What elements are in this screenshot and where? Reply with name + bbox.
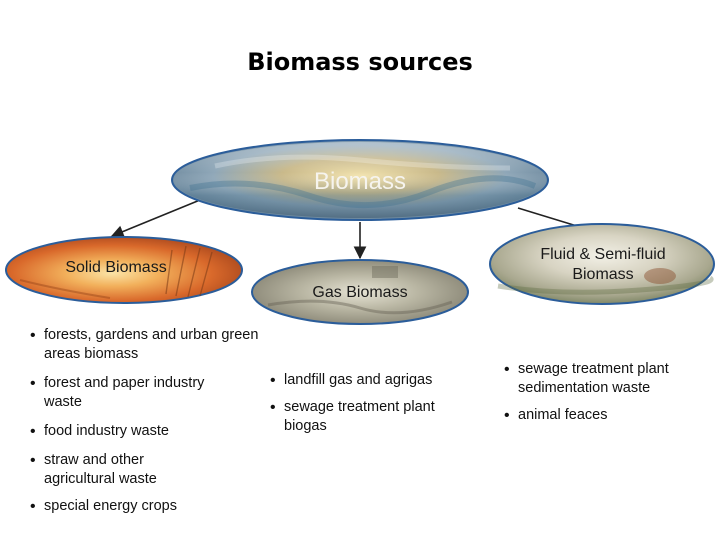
list-item: straw and other agricultural waste <box>30 451 194 489</box>
fluid-node-label: Fluid & Semi-fluid Biomass <box>540 246 666 283</box>
root-node-label: Biomass <box>313 168 407 195</box>
solid-biomass-list: forests, gardens and urban green areas b… <box>30 326 260 523</box>
gas-biomass-list: landfill gas and agrigas sewage treatmen… <box>270 371 470 443</box>
list-item: animal feaces <box>504 406 704 425</box>
list-item: food industry waste <box>30 422 260 441</box>
gas-node-ellipse <box>251 259 469 325</box>
arrow-to-solid <box>110 199 201 238</box>
fluid-node-ellipse <box>489 223 715 305</box>
solid-node-ellipse <box>5 236 243 304</box>
page-title: Biomass sources <box>247 48 473 76</box>
list-item: sewage treatment plant sedimentation was… <box>504 360 698 398</box>
root-node-ellipse <box>171 139 549 221</box>
list-item: forest and paper industry waste <box>30 374 244 412</box>
list-item: special energy crops <box>30 497 260 516</box>
list-item: forests, gardens and urban green areas b… <box>30 326 260 364</box>
gas-node-label: Gas Biomass <box>312 284 408 301</box>
solid-node-label: Solid Biomass <box>65 259 167 276</box>
list-item: sewage treatment plant biogas <box>270 398 459 436</box>
fluid-biomass-list: sewage treatment plant sedimentation was… <box>504 360 704 432</box>
list-item: landfill gas and agrigas <box>270 371 470 390</box>
